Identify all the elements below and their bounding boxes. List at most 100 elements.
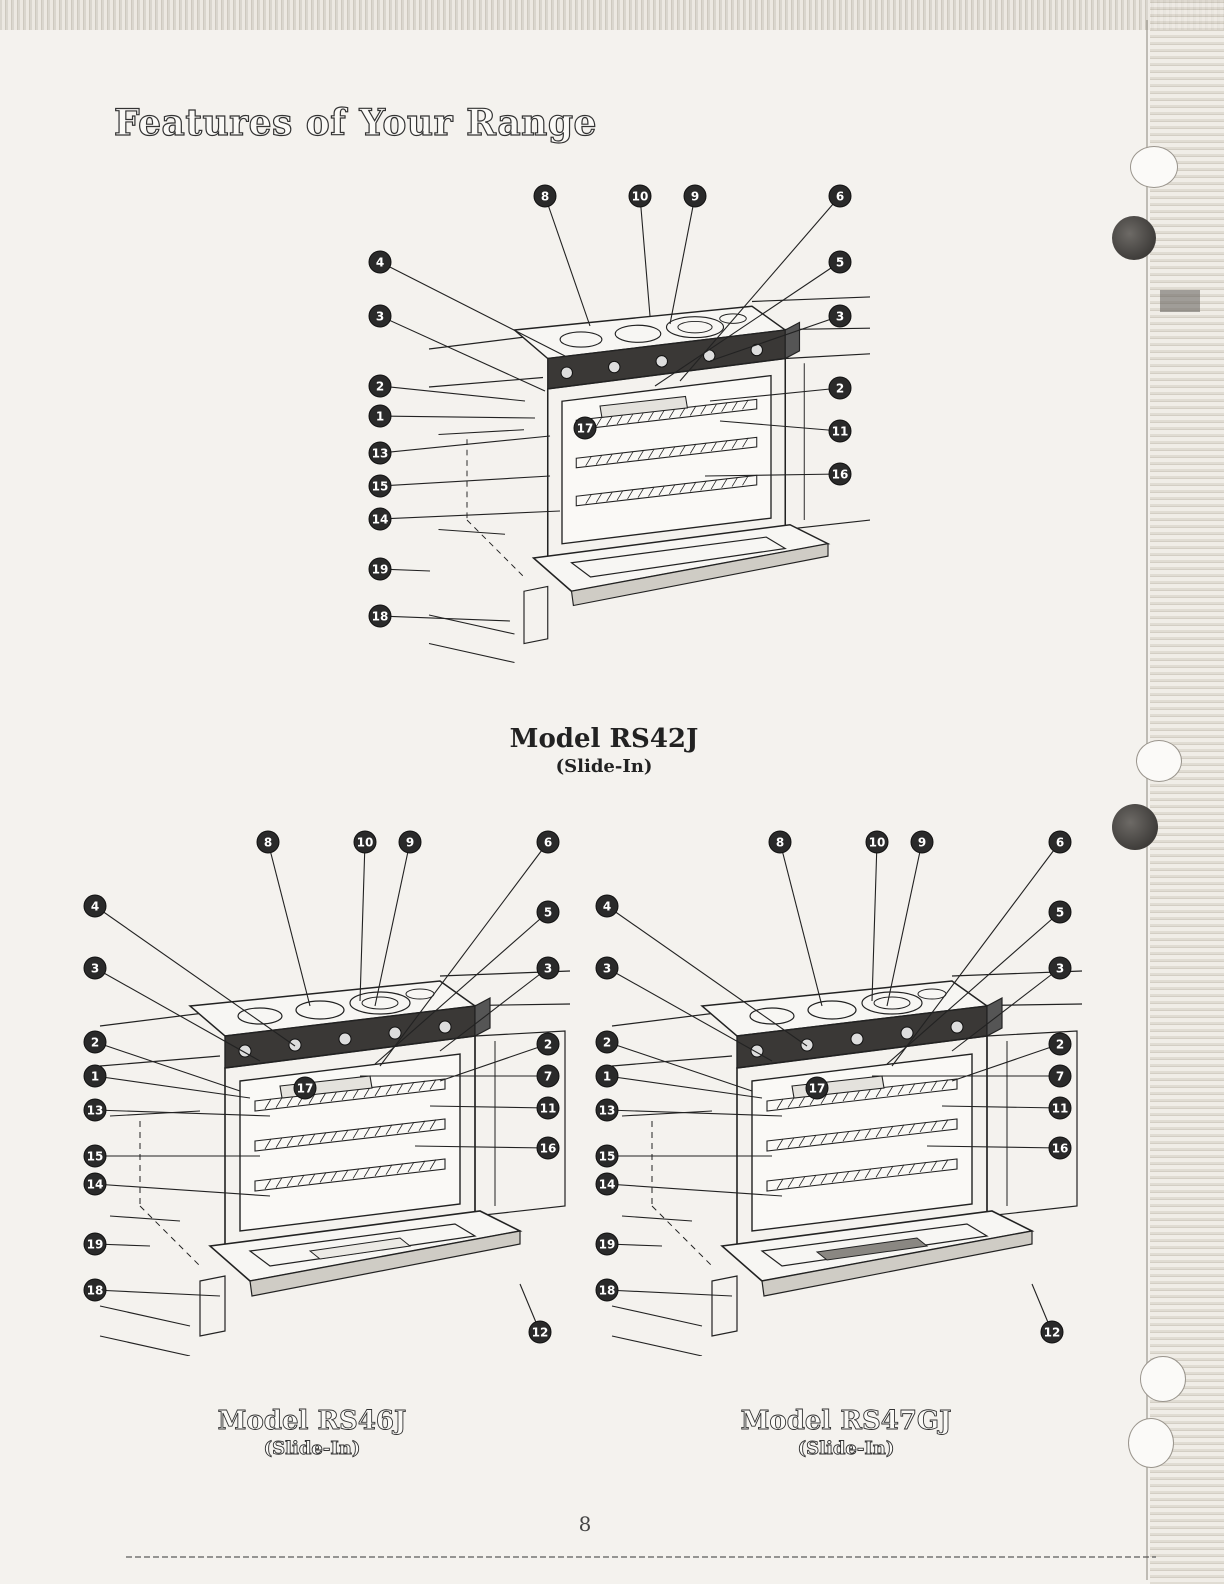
- leader-line: [380, 436, 550, 453]
- callout-19: 19: [369, 558, 391, 580]
- callout-7: 7: [1049, 1065, 1071, 1087]
- callout-number: 16: [540, 1142, 557, 1156]
- callout-number: 5: [1056, 906, 1064, 920]
- callout-number: 15: [87, 1150, 104, 1164]
- callout-19: 19: [596, 1233, 618, 1255]
- leader-line: [268, 842, 310, 1006]
- range-illustration: [612, 971, 1082, 1356]
- callout-8: 8: [769, 831, 791, 853]
- callout-9: 9: [399, 831, 421, 853]
- callout-3: 3: [1049, 957, 1071, 979]
- callout-number: 18: [599, 1284, 616, 1298]
- callout-3: 3: [84, 957, 106, 979]
- callout-17: 17: [806, 1077, 828, 1099]
- counter-line: [752, 297, 870, 302]
- callout-number: 12: [532, 1326, 549, 1340]
- callout-2: 2: [596, 1031, 618, 1053]
- callout-number: 14: [599, 1178, 616, 1192]
- binder-ring-top: [1130, 146, 1178, 188]
- panel-side: [987, 998, 1002, 1036]
- callout-11: 11: [829, 420, 851, 442]
- floor-line: [100, 1336, 190, 1356]
- callout-number: 8: [776, 836, 784, 850]
- storage-drawer: [712, 1276, 737, 1336]
- callout-5: 5: [1049, 901, 1071, 923]
- leader-line: [607, 1290, 732, 1296]
- callout-12: 12: [1041, 1321, 1063, 1343]
- callout-number: 15: [599, 1150, 616, 1164]
- leader-line: [670, 196, 695, 324]
- callout-3: 3: [369, 305, 391, 327]
- callout-number: 16: [1052, 1142, 1069, 1156]
- callout-number: 19: [87, 1238, 104, 1252]
- leader-line: [380, 316, 545, 391]
- leader-line: [780, 842, 822, 1006]
- range-diagram-rs42j: 8109645332211711131615141918: [350, 176, 870, 676]
- callout-number: 11: [1052, 1102, 1069, 1116]
- callout-number: 7: [544, 1070, 552, 1084]
- callout-18: 18: [369, 605, 391, 627]
- cabinet-left: [110, 1216, 180, 1221]
- callout-number: 11: [832, 425, 849, 439]
- callout-2: 2: [1049, 1033, 1071, 1055]
- control-knob: [851, 1033, 863, 1045]
- callout-number: 19: [372, 563, 389, 577]
- callout-3: 3: [537, 957, 559, 979]
- callout-number: 4: [376, 256, 384, 270]
- callout-4: 4: [596, 895, 618, 917]
- callout-number: 2: [1056, 1038, 1064, 1052]
- leader-line: [380, 262, 565, 356]
- callout-3: 3: [596, 957, 618, 979]
- callout-number: 6: [836, 190, 844, 204]
- callout-2: 2: [537, 1033, 559, 1055]
- floor-line: [429, 644, 515, 663]
- callout-number: 17: [297, 1082, 314, 1096]
- callout-17: 17: [574, 417, 596, 439]
- callout-number: 6: [1056, 836, 1064, 850]
- binder-ring-middle: [1136, 740, 1182, 782]
- callout-15: 15: [84, 1145, 106, 1167]
- binder-hole-top: [1112, 216, 1156, 260]
- callout-number: 2: [376, 380, 384, 394]
- model-name: Model RS42J: [404, 724, 804, 754]
- callout-15: 15: [369, 475, 391, 497]
- callout-number: 3: [1056, 962, 1064, 976]
- callout-number: 6: [544, 836, 552, 850]
- callout-number: 9: [406, 836, 414, 850]
- callout-13: 13: [84, 1099, 106, 1121]
- cabinet-right: [475, 1031, 565, 1216]
- model-name: Model RS46J: [112, 1406, 512, 1436]
- callout-1: 1: [369, 405, 391, 427]
- callout-12: 12: [529, 1321, 551, 1343]
- control-knob: [609, 361, 620, 372]
- leader-line: [887, 842, 922, 1006]
- cabinet-right: [987, 1031, 1077, 1216]
- binder-hole-middle: [1112, 804, 1158, 850]
- leader-line: [380, 386, 525, 401]
- scan-top-edge: [0, 0, 1224, 30]
- callout-2: 2: [369, 375, 391, 397]
- panel-side: [785, 322, 799, 358]
- scan-right-edge: [1150, 0, 1224, 1584]
- leader-line: [380, 511, 560, 519]
- page-title: Features of Your Range: [114, 102, 597, 144]
- callout-10: 10: [866, 831, 888, 853]
- callout-16: 16: [537, 1137, 559, 1159]
- callout-number: 16: [832, 468, 849, 482]
- callout-13: 13: [596, 1099, 618, 1121]
- cabinet-left-top: [439, 430, 525, 435]
- callout-10: 10: [354, 831, 376, 853]
- tab-mark: [1160, 290, 1200, 312]
- callout-4: 4: [84, 895, 106, 917]
- callout-8: 8: [534, 185, 556, 207]
- callout-2: 2: [829, 377, 851, 399]
- callout-number: 3: [91, 962, 99, 976]
- control-knob: [339, 1033, 351, 1045]
- callout-number: 5: [836, 256, 844, 270]
- callout-19: 19: [84, 1233, 106, 1255]
- callout-number: 1: [603, 1070, 611, 1084]
- callout-number: 2: [91, 1036, 99, 1050]
- cabinet-right: [785, 354, 870, 530]
- callout-number: 13: [372, 447, 389, 461]
- control-knob: [439, 1021, 451, 1033]
